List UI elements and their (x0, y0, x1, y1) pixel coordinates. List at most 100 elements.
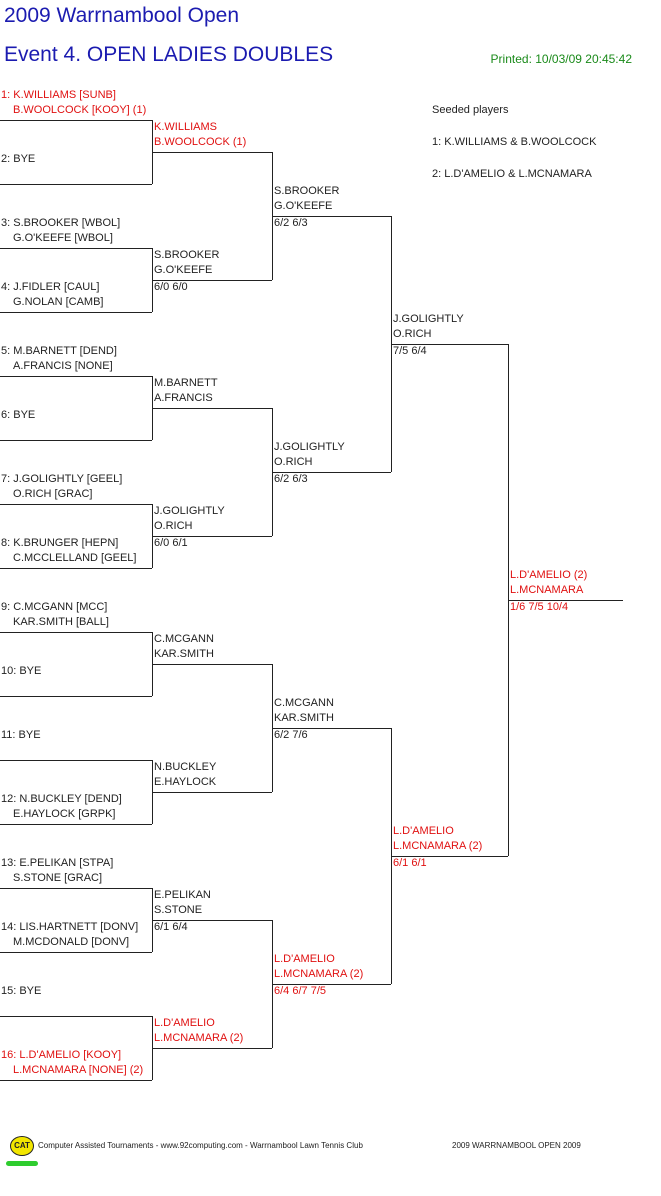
r2-entry-5-line1: C.MCGANN (154, 633, 214, 645)
r3-entry-1-line2: G.O'KEEFE (274, 200, 333, 212)
r2-line-7 (152, 920, 272, 921)
r2-line-8 (152, 1048, 272, 1049)
r1-line-13 (0, 888, 152, 889)
r1-line-16 (0, 1080, 152, 1081)
r2-line-1 (152, 152, 272, 153)
r1-entry-9-line1: 9: C.MCGANN [MCC] (1, 601, 108, 613)
r3-entry-1-score: 6/2 6/3 (274, 217, 308, 229)
r1-entry-5-line1: 5: M.BARNETT [DEND] (1, 345, 117, 357)
r1-entry-1-line1: 1: K.WILLIAMS [SUNB] (1, 89, 116, 101)
r1-entry-12-line2: E.HAYLOCK [GRPK] (13, 808, 116, 820)
r1-line-11 (0, 760, 152, 761)
seed-2: 2: L.D'AMELIO & L.MCNAMARA (432, 168, 592, 180)
r4-line-1 (391, 344, 508, 345)
r5-line-1 (508, 600, 623, 601)
r4-entry-2-line1: L.D'AMELIO (393, 825, 454, 837)
r1-line-14 (0, 952, 152, 953)
r4-line-2 (391, 856, 508, 857)
event-title: Event 4. OPEN LADIES DOUBLES (4, 43, 334, 66)
cat-logo: CAT (10, 1136, 34, 1156)
page-title: 2009 Warrnambool Open (4, 4, 240, 27)
r2-entry-4-line1: J.GOLIGHTLY (154, 505, 225, 517)
r1-entry-16-line2: L.MCNAMARA [NONE] (2) (13, 1064, 144, 1076)
r1-entry-13-line2: S.STONE [GRAC] (13, 872, 103, 884)
r2-entry-2-score: 6/0 6/0 (154, 281, 188, 293)
r2-entry-8-line1: L.D'AMELIO (154, 1017, 215, 1029)
r4-entry-2-line2: L.MCNAMARA (2) (393, 840, 483, 852)
r1-entry-4-line2: G.NOLAN [CAMB] (13, 296, 104, 308)
r1-entry-5-line2: A.FRANCIS [NONE] (13, 360, 113, 372)
r1-line-10 (0, 696, 152, 697)
r3-entry-3-score: 6/2 7/6 (274, 729, 308, 741)
r1-entry-8-line1: 8: K.BRUNGER [HEPN] (1, 537, 119, 549)
r1-entry-2-line1: 2: BYE (1, 153, 36, 165)
r2-entry-7-line2: S.STONE (154, 904, 203, 916)
r2-line-4 (152, 536, 272, 537)
r1-line-9 (0, 632, 152, 633)
r1-entry-9-line2: KAR.SMITH [BALL] (13, 616, 109, 628)
r2-entry-5-line2: KAR.SMITH (154, 648, 214, 660)
r3-line-3 (272, 728, 391, 729)
r5-entry-1-line2: L.MCNAMARA (510, 584, 584, 596)
r2-entry-3-line2: A.FRANCIS (154, 392, 213, 404)
r3-entry-2-line1: J.GOLIGHTLY (274, 441, 345, 453)
r5-entry-1-line1: L.D'AMELIO (2) (510, 569, 588, 581)
r1-line-3 (0, 248, 152, 249)
r1-entry-13-line1: 13: E.PELIKAN [STPA] (1, 857, 114, 869)
r1-entry-1-line2: B.WOOLCOCK [KOOY] (1) (13, 104, 147, 116)
r3-line-1 (272, 216, 391, 217)
r1-line-4 (0, 312, 152, 313)
seed-1: 1: K.WILLIAMS & B.WOOLCOCK (432, 136, 597, 148)
r2-entry-4-score: 6/0 6/1 (154, 537, 188, 549)
r1-entry-14-line2: M.MCDONALD [DONV] (13, 936, 130, 948)
r1-entry-3-line2: G.O'KEEFE [WBOL] (13, 232, 113, 244)
r3-entry-3-line2: KAR.SMITH (274, 712, 334, 724)
r1-line-7 (0, 504, 152, 505)
r1-line-12 (0, 824, 152, 825)
r2-entry-6-line2: E.HAYLOCK (154, 776, 217, 788)
r3-entry-4-score: 6/4 6/7 7/5 (274, 985, 326, 997)
r1-entry-16-line1: 16: L.D'AMELIO [KOOY] (1, 1049, 122, 1061)
r3-entry-3-line1: C.MCGANN (274, 697, 334, 709)
r4-entry-2-score: 6/1 6/1 (393, 857, 427, 869)
r1-entry-6-line1: 6: BYE (1, 409, 36, 421)
r3-entry-2-score: 6/2 6/3 (274, 473, 308, 485)
r1-entry-7-line1: 7: J.GOLIGHTLY [GEEL] (1, 473, 123, 485)
footer-credit: Computer Assisted Tournaments - www.92co… (38, 1141, 363, 1150)
r1-entry-8-line2: C.MCCLELLAND [GEEL] (13, 552, 137, 564)
r2-entry-1-line2: B.WOOLCOCK (1) (154, 136, 247, 148)
footer-event: 2009 WARRNAMBOOL OPEN 2009 (452, 1141, 581, 1150)
printed-timestamp: Printed: 10/03/09 20:45:42 (490, 52, 632, 66)
logo-underline (6, 1161, 38, 1166)
r1-line-15 (0, 1016, 152, 1017)
r3-line-2 (272, 472, 391, 473)
r1-entry-14-line1: 14: LIS.HARTNETT [DONV] (1, 921, 139, 933)
r2-line-3 (152, 408, 272, 409)
r1-entry-7-line2: O.RICH [GRAC] (13, 488, 93, 500)
r1-entry-15-line1: 15: BYE (1, 985, 42, 997)
r3-line-4 (272, 984, 391, 985)
r2-entry-3-line1: M.BARNETT (154, 377, 218, 389)
r1-line-1 (0, 120, 152, 121)
r2-entry-1-line1: K.WILLIAMS (154, 121, 217, 133)
r2-line-5 (152, 664, 272, 665)
r5-entry-1-score: 1/6 7/5 10/4 (510, 601, 569, 613)
r4-entry-1-line2: O.RICH (393, 328, 432, 340)
r2-entry-2-line2: G.O'KEEFE (154, 264, 213, 276)
r1-entry-12-line1: 12: N.BUCKLEY [DEND] (1, 793, 122, 805)
r1-line-5 (0, 376, 152, 377)
r2-line-6 (152, 792, 272, 793)
r2-entry-4-line2: O.RICH (154, 520, 193, 532)
r1-line-8 (0, 568, 152, 569)
seeded-players-heading: Seeded players (432, 104, 509, 116)
r1-entry-11-line1: 11: BYE (1, 729, 41, 741)
r1-entry-3-line1: 3: S.BROOKER [WBOL] (1, 217, 121, 229)
r1-entry-4-line1: 4: J.FIDLER [CAUL] (1, 281, 100, 293)
r3-entry-4-line1: L.D'AMELIO (274, 953, 335, 965)
r2-entry-7-line1: E.PELIKAN (154, 889, 211, 901)
r1-line-6 (0, 440, 152, 441)
r2-entry-6-line1: N.BUCKLEY (154, 761, 217, 773)
r4-entry-1-score: 7/5 6/4 (393, 345, 427, 357)
r2-entry-8-line2: L.MCNAMARA (2) (154, 1032, 244, 1044)
r2-entry-2-line1: S.BROOKER (154, 249, 220, 261)
